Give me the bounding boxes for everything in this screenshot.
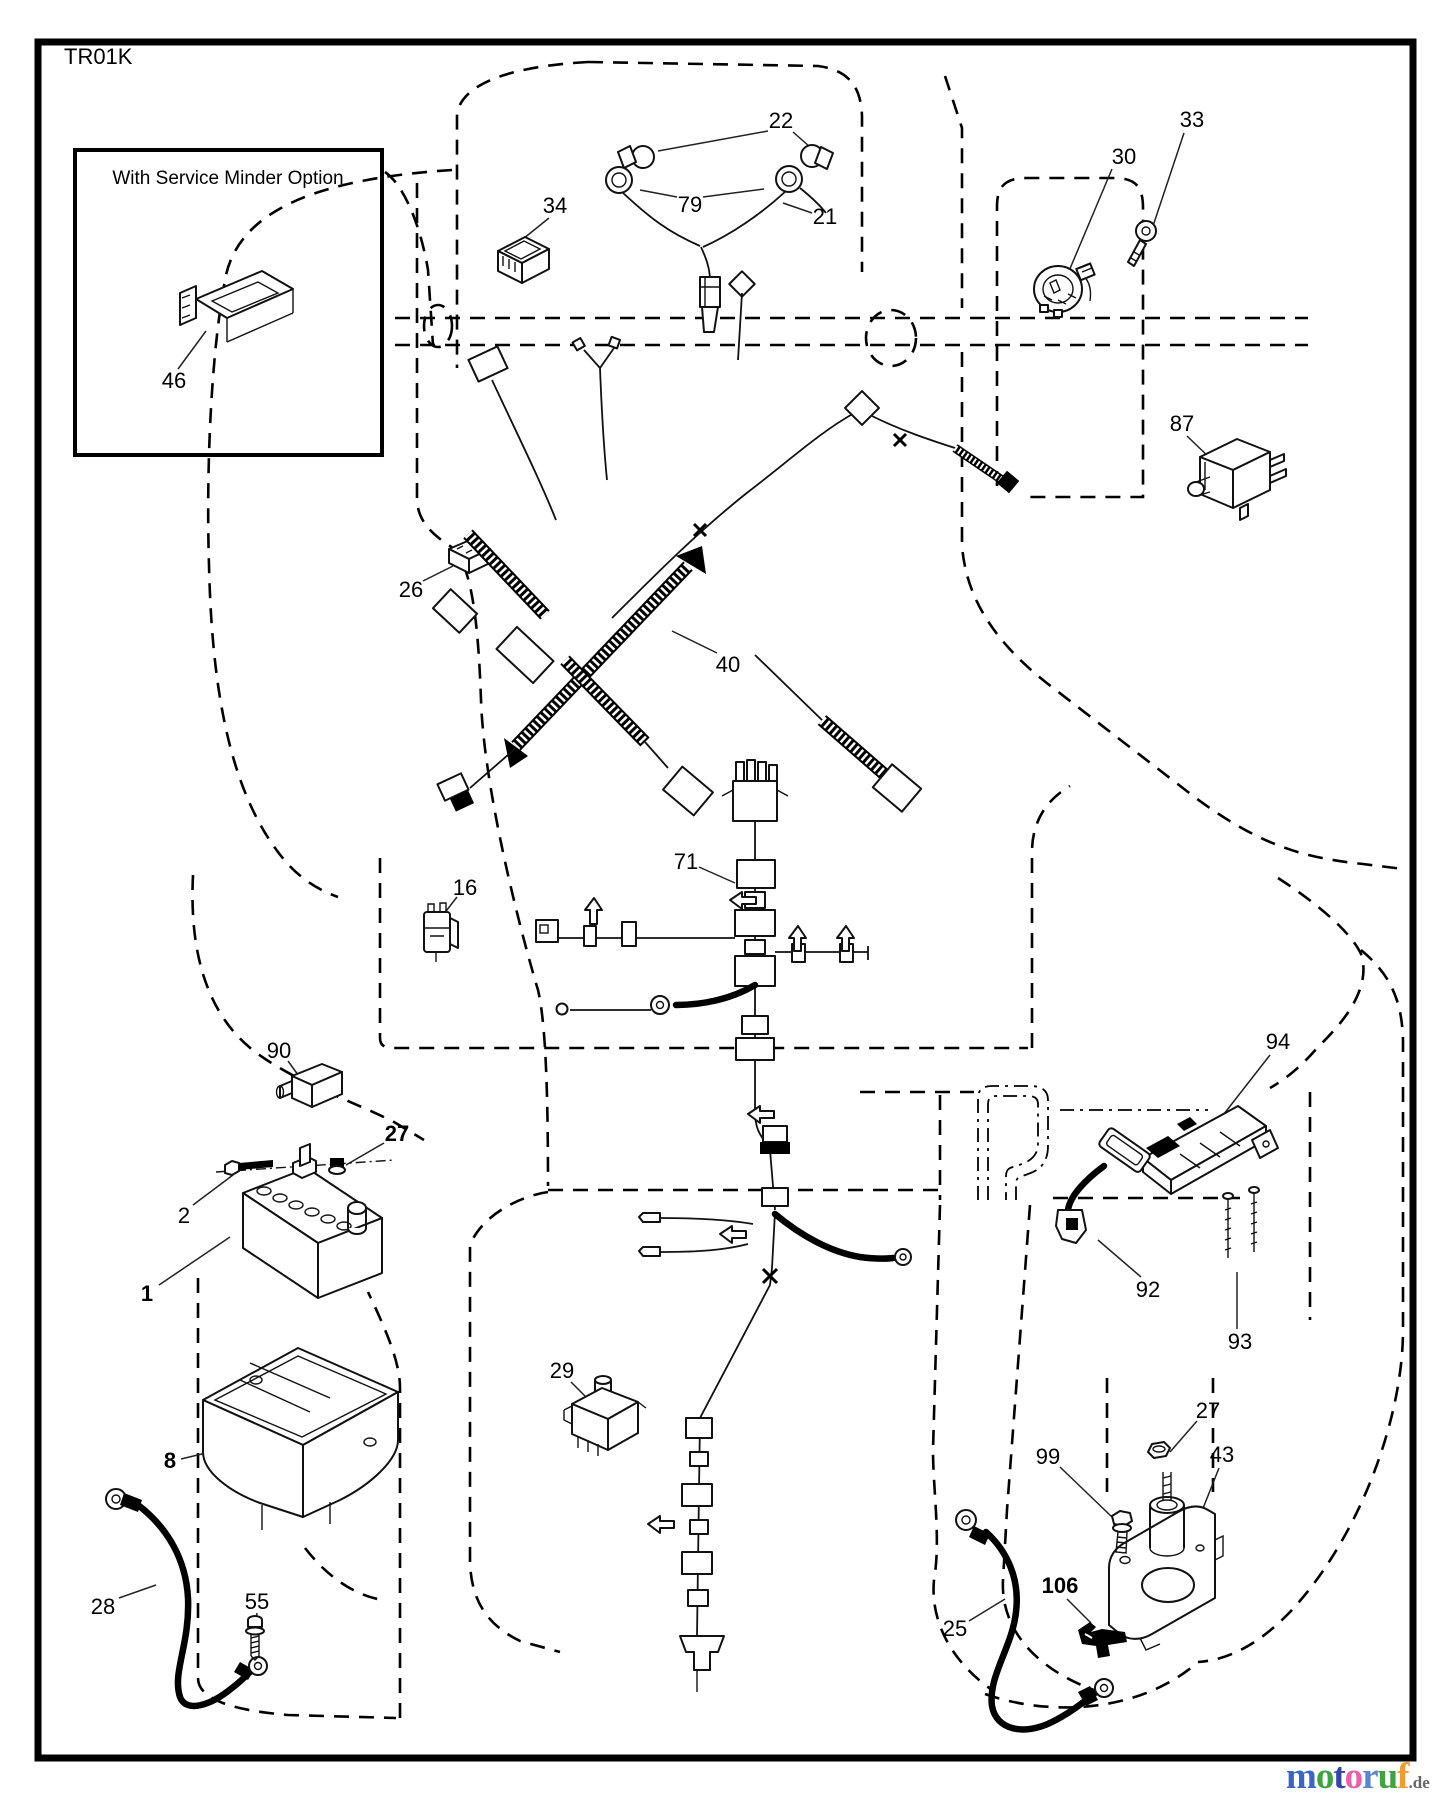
battery-box-drawing <box>202 1347 399 1530</box>
service-minder-display-drawing <box>179 270 294 343</box>
switch-29-drawing <box>563 1375 647 1456</box>
logo-letter-u: u <box>1377 1756 1399 1797</box>
callout-leader-lines <box>118 130 1271 1624</box>
callout-94: 94 <box>1265 1029 1291 1054</box>
callout-28: 28 <box>90 1594 116 1619</box>
callout-21: 21 <box>812 204 838 229</box>
callout-87: 87 <box>1169 411 1195 436</box>
callout-8: 8 <box>163 1448 177 1473</box>
callout-1: 1 <box>140 1281 154 1306</box>
callout-92: 92 <box>1135 1277 1161 1302</box>
ignition-switch-drawing <box>1033 262 1096 318</box>
callout-40: 40 <box>715 652 741 677</box>
callout-30: 30 <box>1111 144 1137 169</box>
screw-55-drawing <box>245 1615 265 1661</box>
service-minder-option-title: With Service Minder Option <box>112 168 344 189</box>
callout-34: 34 <box>542 193 568 218</box>
ground-cable-28-drawing <box>105 1488 268 1710</box>
callout-27-battery: 27 <box>384 1121 410 1146</box>
logo-letter-o1: o <box>1315 1756 1334 1797</box>
logo-letter-f: f <box>1397 1756 1409 1797</box>
headlight-harness-drawing <box>605 144 834 333</box>
callout-26: 26 <box>398 577 424 602</box>
callout-22: 22 <box>768 108 794 133</box>
bolt-99-drawing <box>1111 1510 1133 1554</box>
motoruf-watermark: motoruf.de <box>1286 1758 1430 1795</box>
logo-letter-t: t <box>1333 1756 1345 1797</box>
starter-solenoid-drawing <box>1108 1441 1224 1651</box>
battery-cable-25-drawing <box>955 1509 1114 1733</box>
callout-99: 99 <box>1035 1444 1061 1469</box>
resistor-92-drawing <box>1055 1127 1151 1244</box>
callout-33: 33 <box>1179 107 1205 132</box>
callout-46: 46 <box>161 368 187 393</box>
connector-16-drawing <box>423 902 459 962</box>
chassis-dashed-outlines <box>191 60 1405 1720</box>
callout-71: 71 <box>673 849 699 874</box>
service-minder-option-box <box>73 148 384 457</box>
logo-letter-r: r <box>1362 1756 1378 1797</box>
logo-letter-m: m <box>1286 1756 1317 1797</box>
callout-90: 90 <box>266 1038 292 1063</box>
callout-2: 2 <box>177 1203 191 1228</box>
relay-87-drawing <box>1187 438 1287 521</box>
callout-27-solenoid: 27 <box>1195 1398 1221 1423</box>
callout-29: 29 <box>549 1358 575 1383</box>
loom-71-drawing <box>535 759 912 1692</box>
page-frame <box>34 38 1417 1762</box>
battery-drawing <box>215 1143 396 1299</box>
callout-55: 55 <box>244 1589 270 1614</box>
drawing-code: TR01K <box>64 44 133 69</box>
seat-bracket-outline <box>977 1085 1208 1200</box>
module-94-drawing <box>1142 1105 1279 1258</box>
callout-79: 79 <box>677 192 703 217</box>
relay-90-drawing <box>275 1063 343 1108</box>
logo-letter-o2: o <box>1344 1756 1363 1797</box>
callout-43: 43 <box>1209 1442 1235 1467</box>
clip-106-drawing <box>1078 1622 1127 1658</box>
callout-106: 106 <box>1041 1573 1079 1598</box>
switch-34-drawing <box>497 236 550 284</box>
logo-suffix: .de <box>1408 1773 1430 1792</box>
callout-16: 16 <box>452 875 478 900</box>
callout-93: 93 <box>1227 1329 1253 1354</box>
main-harness-drawing <box>431 270 1020 817</box>
key-drawing <box>1127 220 1157 267</box>
callout-25: 25 <box>942 1616 968 1641</box>
